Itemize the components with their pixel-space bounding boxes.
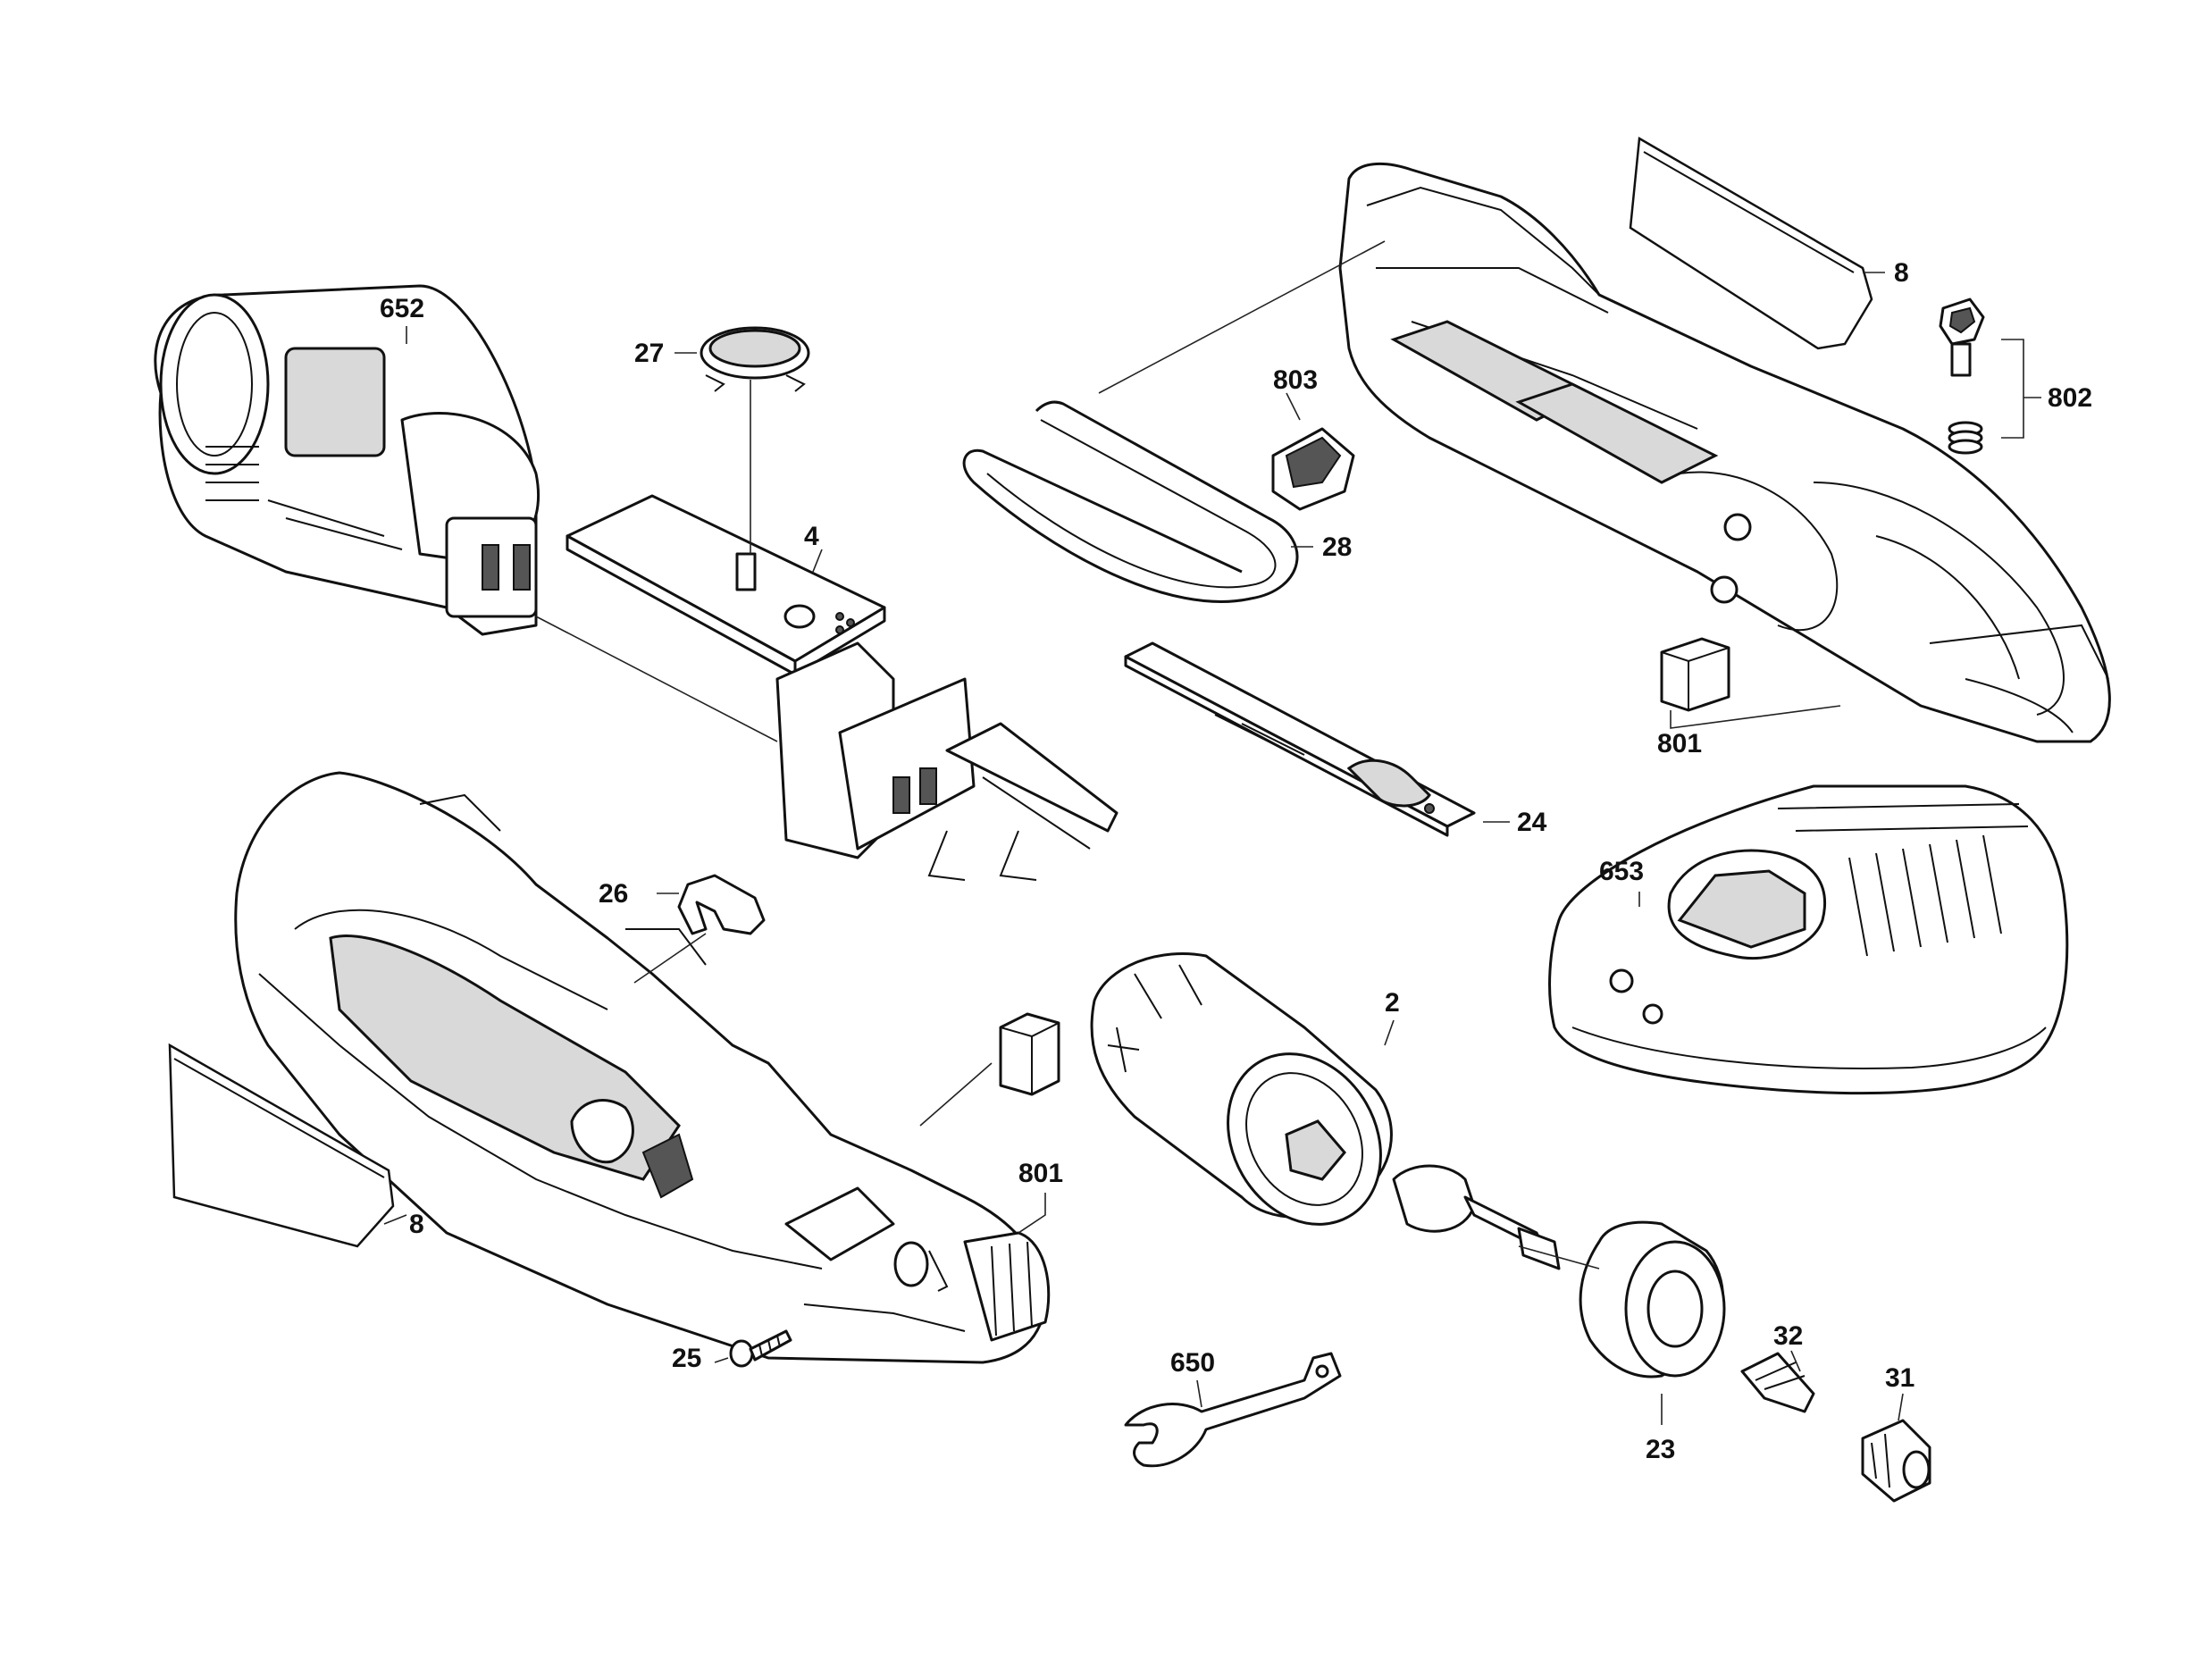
callout-803: 803 <box>1273 365 1318 395</box>
callout-4: 4 <box>804 522 819 551</box>
motor-2[interactable] <box>1090 951 1561 1270</box>
nose-cap-23[interactable] <box>1579 1220 1726 1379</box>
wrench-650[interactable] <box>1124 1352 1342 1468</box>
callout-labels: 652 27 4 803 28 8 802 801 24 653 26 2 80… <box>380 258 2092 1464</box>
callout-801-bottom: 801 <box>1018 1159 1063 1188</box>
label-sheet-8-bottom[interactable] <box>168 1043 395 1248</box>
tool-housing-body[interactable] <box>234 771 1051 1364</box>
callout-652: 652 <box>380 294 424 323</box>
callout-23: 23 <box>1646 1435 1675 1464</box>
clip-26[interactable] <box>677 874 766 935</box>
callout-650: 650 <box>1170 1348 1215 1378</box>
switch-board-4[interactable] <box>566 494 1119 881</box>
hanger-wire-28[interactable] <box>962 400 1299 603</box>
charger-653[interactable] <box>1548 784 2069 1095</box>
callout-8-top: 8 <box>1894 258 1909 288</box>
callout-28: 28 <box>1322 532 1352 562</box>
callout-25: 25 <box>672 1344 701 1373</box>
callout-24: 24 <box>1517 808 1547 837</box>
switch-cap-27[interactable] <box>700 326 810 392</box>
carbon-brush-801-top[interactable] <box>1660 637 1730 712</box>
screw-25[interactable] <box>729 1329 792 1368</box>
collet-32[interactable] <box>1740 1352 1815 1413</box>
callout-31: 31 <box>1885 1363 1915 1393</box>
battery-pack-652[interactable] <box>154 284 540 636</box>
callout-801-top: 801 <box>1657 729 1702 758</box>
housing-shell-top[interactable] <box>1338 162 2111 743</box>
screw-spring-802[interactable] <box>1939 297 2041 455</box>
callout-802: 802 <box>2048 383 2092 413</box>
callout-26: 26 <box>599 879 628 909</box>
callout-653: 653 <box>1599 857 1644 886</box>
collet-nut-31[interactable] <box>1861 1419 1931 1503</box>
callout-32: 32 <box>1773 1321 1803 1351</box>
slide-bar-24[interactable] <box>1124 641 1476 837</box>
callout-27: 27 <box>634 339 664 368</box>
callout-8-bottom: 8 <box>409 1210 424 1239</box>
label-sheet-8-top[interactable] <box>1629 136 1873 350</box>
callout-2: 2 <box>1385 988 1400 1018</box>
leader-lines <box>383 240 1904 1425</box>
carbon-brush-801-bottom[interactable] <box>999 1012 1060 1096</box>
cap-803[interactable] <box>1271 427 1355 511</box>
